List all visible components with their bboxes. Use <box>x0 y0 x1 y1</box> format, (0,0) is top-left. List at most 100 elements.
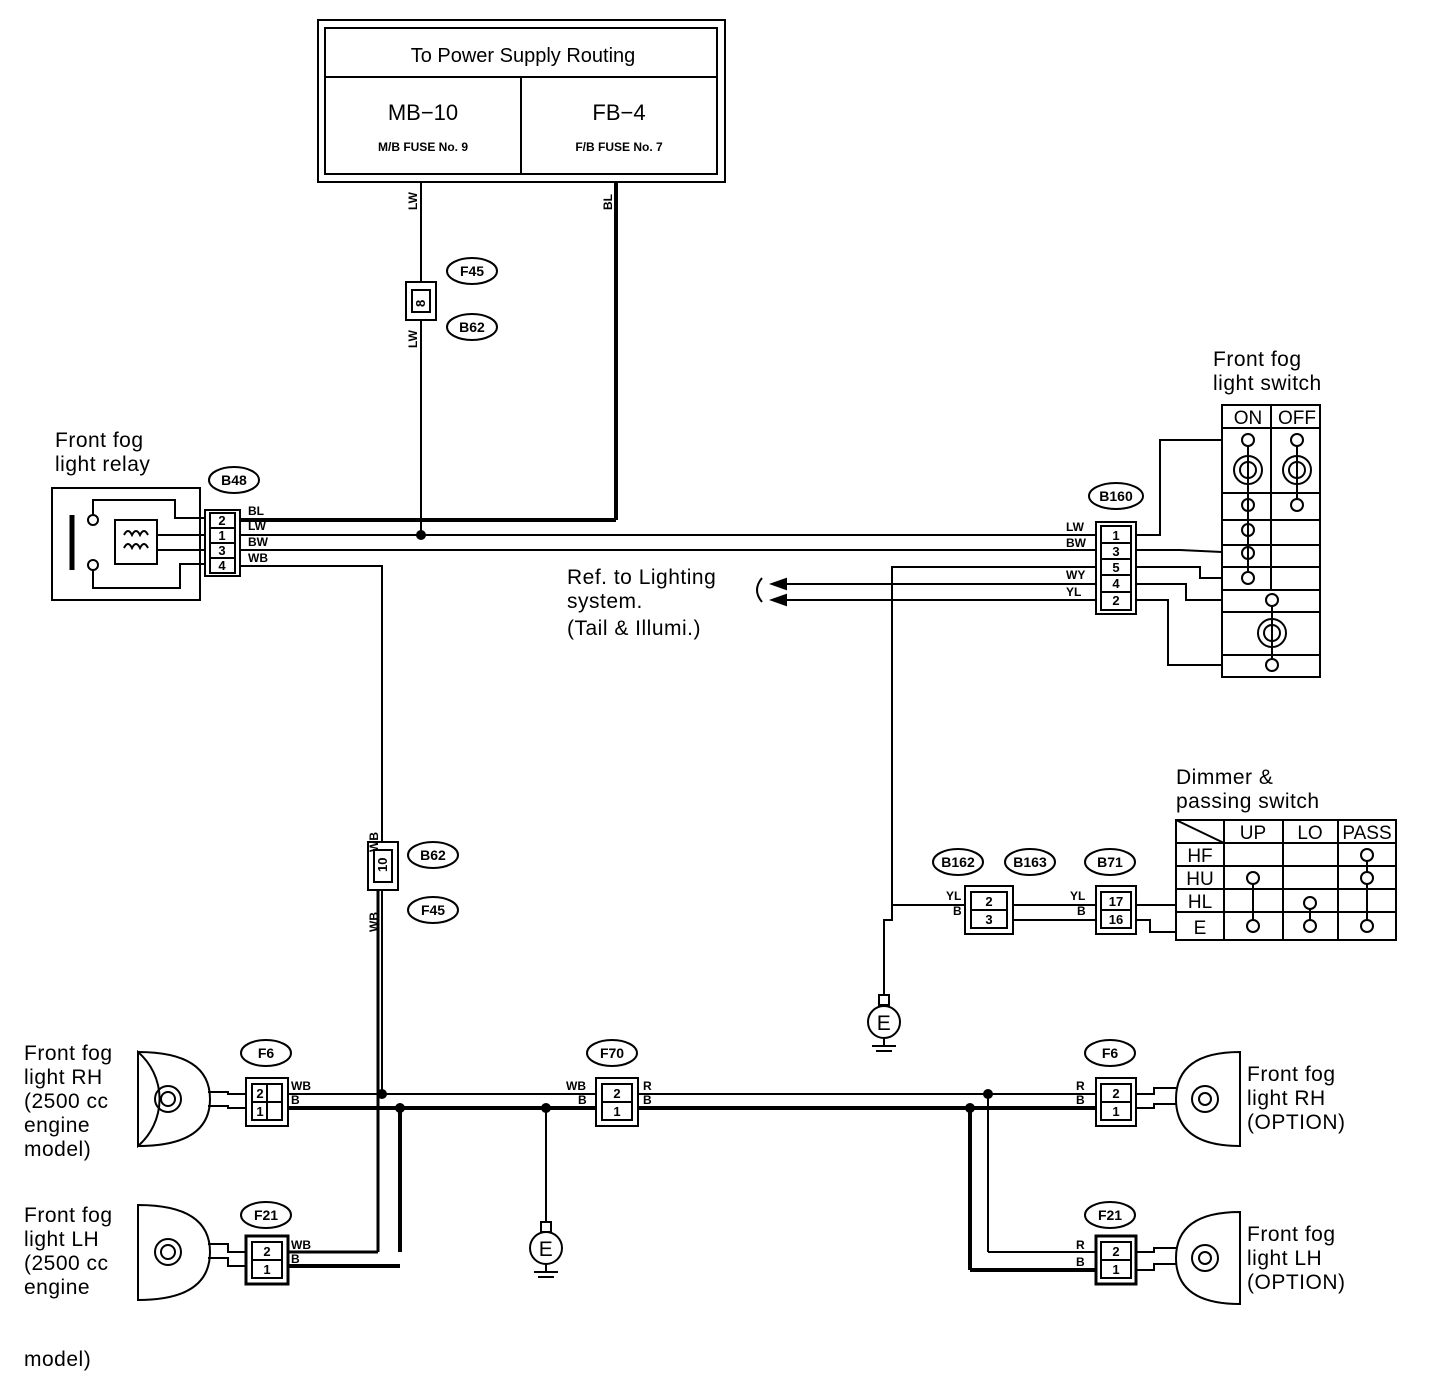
pin-b162-2: 3 <box>985 912 992 927</box>
wire-label-yl-b71: YL <box>1070 889 1085 903</box>
wire-label-bl-top: BL <box>601 194 615 210</box>
rh-2500-label-line2: light RH <box>24 1066 103 1089</box>
pin-b48-1: 2 <box>218 513 225 528</box>
wire-label-b-b71: B <box>1077 904 1086 918</box>
lighting-ref-line2: system. <box>567 590 643 613</box>
rh-2500-label-line3: (2500 cc <box>24 1090 109 1113</box>
wire-label-wb-f6-left: WB <box>291 1079 311 1093</box>
wire-label-r-f21-right: R <box>1076 1238 1085 1252</box>
connector-f70 <box>595 1077 639 1127</box>
dimmer-row-e: E <box>1194 918 1207 939</box>
lighting-ref-line3: (Tail & Illumi.) <box>567 617 701 640</box>
wire-label-b-f70-right: B <box>643 1093 652 1107</box>
connector-b160 <box>1095 521 1137 615</box>
connector-f45-b62-top <box>405 281 437 321</box>
dimmer-label-line2: passing switch <box>1176 790 1320 813</box>
pin-b48-4: 4 <box>218 558 226 573</box>
code-f6-right: F6 <box>1102 1045 1119 1061</box>
pin-f6-right-2: 1 <box>1112 1104 1119 1119</box>
connector-f6-left <box>245 1077 289 1127</box>
lamp-lh-option <box>1174 1210 1241 1306</box>
pin-f6-left-1: 2 <box>256 1086 263 1101</box>
connector-code-ovals <box>208 257 1144 1229</box>
code-b71: B71 <box>1097 854 1123 870</box>
code-f21-right: F21 <box>1098 1207 1122 1223</box>
power-supply-box <box>317 19 726 183</box>
relay-label-line2: light relay <box>55 453 150 476</box>
lh-2500-label-tail: model) <box>24 1348 91 1371</box>
power-box-mb-fuse: M/B FUSE No. 9 <box>378 140 468 154</box>
junction-dots <box>377 530 993 1113</box>
dimmer-row-hf: HF <box>1187 846 1212 867</box>
pin-b160-2: 3 <box>1112 544 1119 559</box>
wire-label-wb-f70: WB <box>566 1079 586 1093</box>
rh-option-label-line1: Front fog <box>1247 1063 1336 1086</box>
lh-option-label-line1: Front fog <box>1247 1223 1336 1246</box>
ground-icon-lower <box>529 1221 563 1278</box>
wire-label-wb-b62: WB <box>367 832 381 852</box>
ground-label-lower: E <box>539 1238 554 1261</box>
wire-label-lw-b160: LW <box>1066 520 1085 534</box>
connector-b48 <box>204 509 241 577</box>
lh-option-label-line2: light LH <box>1247 1247 1322 1270</box>
wire-label-r-f6-right: R <box>1076 1079 1085 1093</box>
connector-b162 <box>964 885 1014 935</box>
pin-f45-top: 8 <box>413 300 428 307</box>
code-b48: B48 <box>221 472 247 488</box>
fog-relay-symbol <box>51 487 205 601</box>
pin-f6-right-1: 2 <box>1112 1086 1119 1101</box>
code-f45-top: F45 <box>460 263 484 279</box>
lh-2500-label-line4: engine <box>24 1276 90 1299</box>
lighting-ref-line1: Ref. to Lighting <box>567 566 716 589</box>
code-b62-mid: B62 <box>420 847 446 863</box>
connector-b71 <box>1095 885 1137 935</box>
pin-b71-2: 16 <box>1109 912 1123 927</box>
wire-label-r-f70: R <box>643 1079 652 1093</box>
dimmer-label-line1: Dimmer & <box>1176 766 1273 789</box>
ground-icon-upper <box>867 994 901 1052</box>
relay-label-line1: Front fog <box>55 429 144 452</box>
pin-b48-2: 1 <box>218 528 225 543</box>
arrow-icon <box>756 577 787 607</box>
pin-b160-3: 5 <box>1112 560 1119 575</box>
wire-label-b-b162: B <box>953 904 962 918</box>
dimmer-header-lo: LO <box>1297 823 1322 844</box>
fog-switch-header-off: OFF <box>1278 408 1316 429</box>
code-f70: F70 <box>600 1045 624 1061</box>
wire-label-yl-b160: YL <box>1066 585 1081 599</box>
lamp-lh-2500 <box>137 1203 212 1302</box>
wire-label-lw-top: LW <box>406 191 420 210</box>
lh-2500-label-line3: (2500 cc <box>24 1252 109 1275</box>
pin-f45-mid: 10 <box>375 858 390 872</box>
connector-f21-left <box>244 1234 290 1286</box>
wire-label-b-f6-right: B <box>1076 1093 1085 1107</box>
pin-f70-1: 2 <box>613 1086 620 1101</box>
code-b160: B160 <box>1099 488 1133 504</box>
wire-label-bw-b160: BW <box>1066 536 1087 550</box>
wire-label-b-f6-left: B <box>291 1093 300 1107</box>
wire-label-wb-f45: WB <box>367 912 381 932</box>
power-box-title: To Power Supply Routing <box>411 45 636 67</box>
wires <box>208 182 1223 1272</box>
wire-label-b-f70-left: B <box>578 1093 587 1107</box>
lamp-rh-option <box>1174 1050 1241 1148</box>
pin-b160-5: 2 <box>1112 593 1119 608</box>
wire-label-lw-relay: LW <box>248 519 267 533</box>
dimmer-header-pass: PASS <box>1342 823 1391 844</box>
pin-b48-3: 3 <box>218 543 225 558</box>
wire-label-b-f21-left: B <box>291 1252 300 1266</box>
connector-f21-right <box>1094 1234 1138 1286</box>
dimmer-header-up: UP <box>1240 823 1266 844</box>
pin-f21-left-1: 2 <box>263 1244 270 1259</box>
rh-option-label-line3: (OPTION) <box>1247 1111 1346 1134</box>
code-f45-mid: F45 <box>421 902 445 918</box>
wire-label-yl-b162: YL <box>946 889 961 903</box>
dimmer-row-hl: HL <box>1188 892 1212 913</box>
wire-label-bw-relay: BW <box>248 535 269 549</box>
pin-b160-1: 1 <box>1112 528 1119 543</box>
pin-f21-left-2: 1 <box>263 1262 270 1277</box>
power-box-fb-fuse: F/B FUSE No. 7 <box>575 140 663 154</box>
wire-label-wb-f21-left: WB <box>291 1238 311 1252</box>
rh-2500-label-line4: engine <box>24 1114 90 1137</box>
